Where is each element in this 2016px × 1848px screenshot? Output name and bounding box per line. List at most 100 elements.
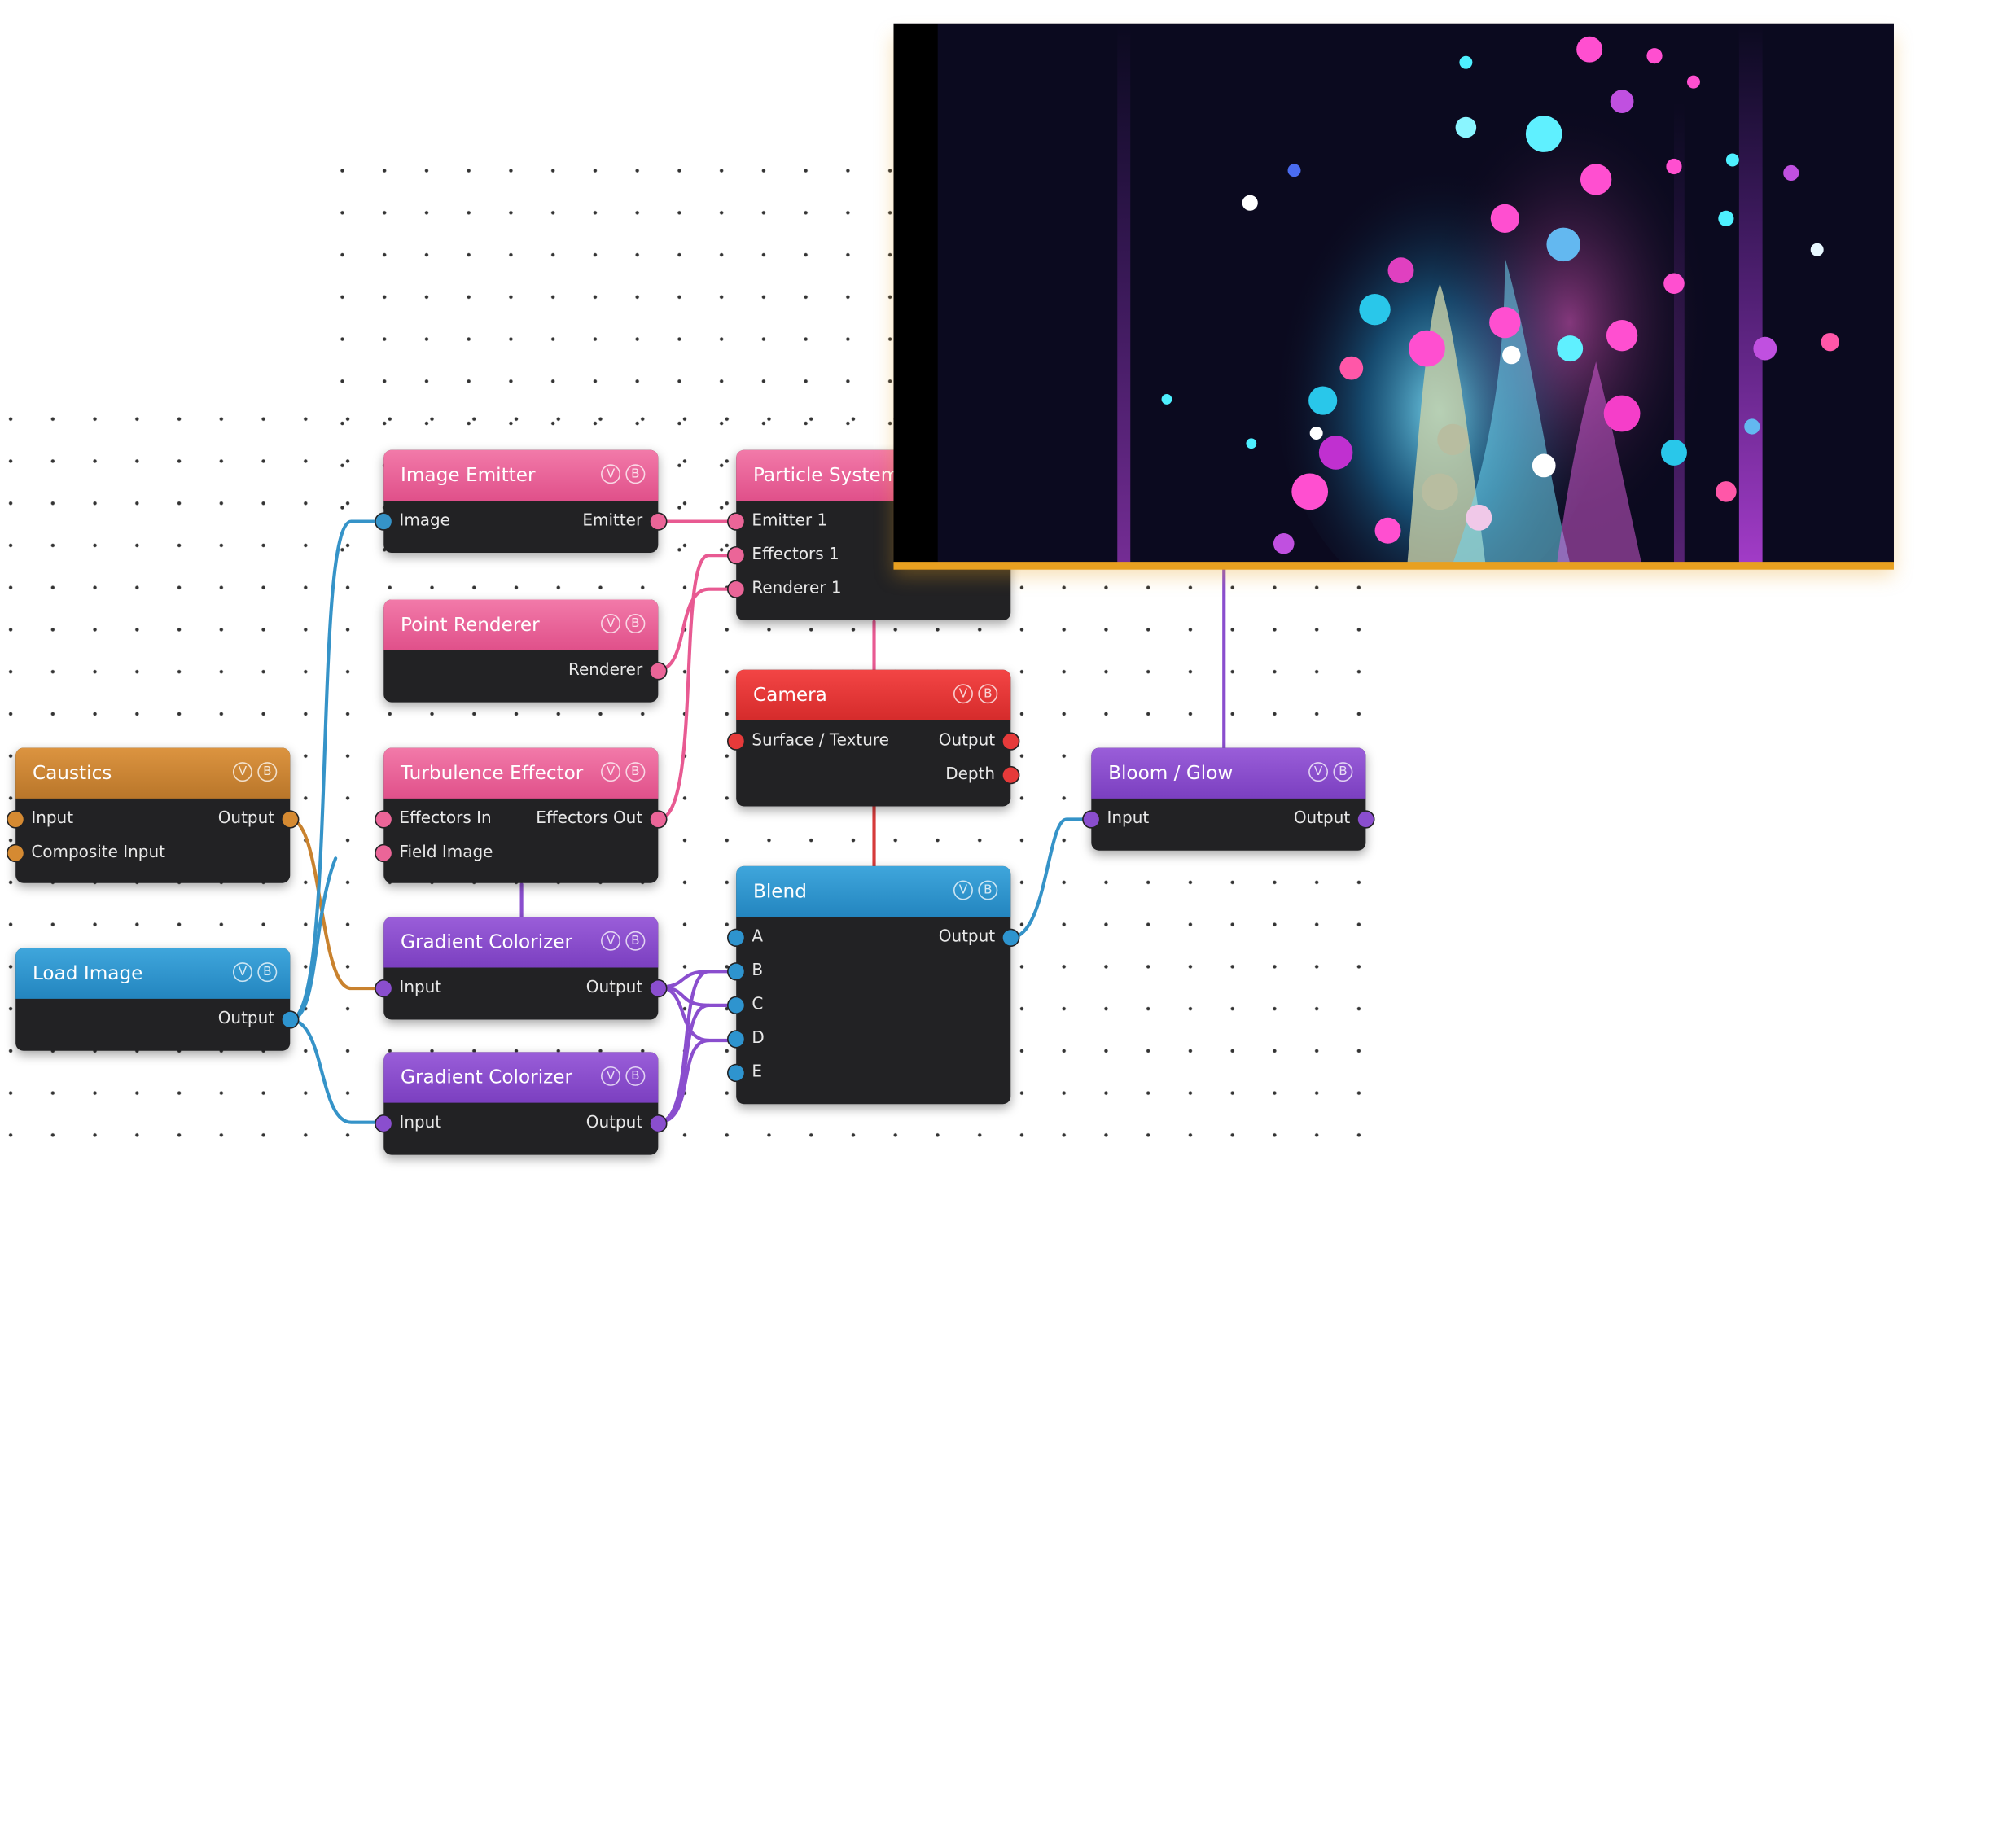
port-label: Emitter 1 (752, 510, 828, 530)
b-toggle-icon[interactable]: B (625, 931, 646, 951)
v-toggle-icon[interactable]: V (601, 931, 621, 951)
port-label: Input (1107, 808, 1150, 828)
port-label: E (752, 1061, 762, 1081)
input-port[interactable] (6, 810, 25, 829)
input-port[interactable] (727, 1030, 746, 1049)
node-title: Turbulence Effector (401, 762, 584, 784)
port-label: Depth (945, 763, 996, 783)
v-toggle-icon[interactable]: V (232, 962, 252, 983)
node-title: Camera (752, 685, 827, 706)
output-port[interactable] (649, 512, 668, 531)
v-toggle-icon[interactable]: V (601, 762, 621, 782)
b-toggle-icon[interactable]: B (625, 614, 646, 633)
node-title: Image Emitter (401, 465, 536, 486)
v-toggle-icon[interactable]: V (601, 464, 621, 484)
v-toggle-icon[interactable]: V (232, 762, 252, 782)
output-port[interactable] (649, 1114, 668, 1133)
port-label: C (752, 993, 764, 1014)
output-port[interactable] (1001, 765, 1020, 785)
b-toggle-icon[interactable]: B (978, 880, 998, 900)
port-label: Input (399, 1111, 442, 1132)
port-label: Output (217, 808, 275, 828)
b-toggle-icon[interactable]: B (1333, 762, 1353, 782)
port-label: B (752, 959, 764, 979)
render-preview-panel[interactable] (893, 23, 1894, 563)
port-label: Image (399, 510, 450, 530)
wire-renderer-to-particle (656, 587, 738, 672)
v-toggle-icon[interactable]: V (1308, 762, 1329, 782)
input-port[interactable] (727, 996, 746, 1015)
port-label: Input (31, 808, 74, 828)
input-port[interactable] (727, 512, 746, 531)
input-port[interactable] (727, 928, 746, 947)
port-label: Output (585, 976, 643, 996)
input-port[interactable] (1082, 810, 1101, 829)
input-port[interactable] (727, 732, 746, 751)
input-port[interactable] (375, 1114, 393, 1133)
wire-loadimage-to-caustics (288, 856, 338, 1022)
port-label: Effectors Out (536, 808, 643, 828)
input-port[interactable] (727, 1063, 746, 1083)
port-label: Output (585, 1111, 643, 1132)
input-port[interactable] (375, 512, 393, 531)
b-toggle-icon[interactable]: B (625, 1066, 646, 1086)
port-label: Effectors In (399, 808, 492, 828)
output-port[interactable] (1001, 928, 1020, 947)
port-label: Renderer 1 (752, 577, 842, 598)
output-port[interactable] (281, 1010, 300, 1029)
input-port[interactable] (375, 979, 393, 998)
b-toggle-icon[interactable]: B (978, 684, 998, 704)
b-toggle-icon[interactable]: B (625, 464, 646, 484)
output-port[interactable] (1356, 810, 1375, 829)
output-port[interactable] (281, 810, 300, 829)
port-label: Effectors 1 (752, 543, 839, 563)
input-port[interactable] (727, 580, 746, 598)
input-port[interactable] (375, 810, 393, 829)
port-label: Composite Input (31, 841, 165, 861)
b-toggle-icon[interactable]: B (625, 762, 646, 782)
node-title: Particle System (752, 465, 900, 486)
v-toggle-icon[interactable]: V (953, 880, 973, 900)
node-title: Caustics (32, 762, 112, 784)
input-port[interactable] (375, 843, 393, 863)
b-toggle-icon[interactable]: B (257, 962, 278, 983)
port-label: Field Image (399, 841, 493, 861)
b-toggle-icon[interactable]: B (257, 762, 278, 782)
v-toggle-icon[interactable]: V (601, 614, 621, 633)
node-title: Load Image (32, 962, 143, 984)
output-port[interactable] (649, 810, 668, 829)
output-port[interactable] (649, 662, 668, 681)
port-label: Surface / Texture (752, 729, 889, 750)
input-port[interactable] (727, 962, 746, 981)
output-port[interactable] (649, 979, 668, 998)
v-toggle-icon[interactable]: V (601, 1066, 621, 1086)
port-label: D (752, 1027, 765, 1047)
output-port[interactable] (1001, 732, 1020, 751)
port-label: Emitter (582, 510, 643, 530)
wire-gradient2-to-blend-d (656, 1038, 711, 1124)
node-title: Point Renderer (401, 614, 540, 636)
input-port[interactable] (6, 843, 25, 863)
v-toggle-icon[interactable]: V (953, 684, 973, 704)
input-port[interactable] (727, 545, 746, 565)
